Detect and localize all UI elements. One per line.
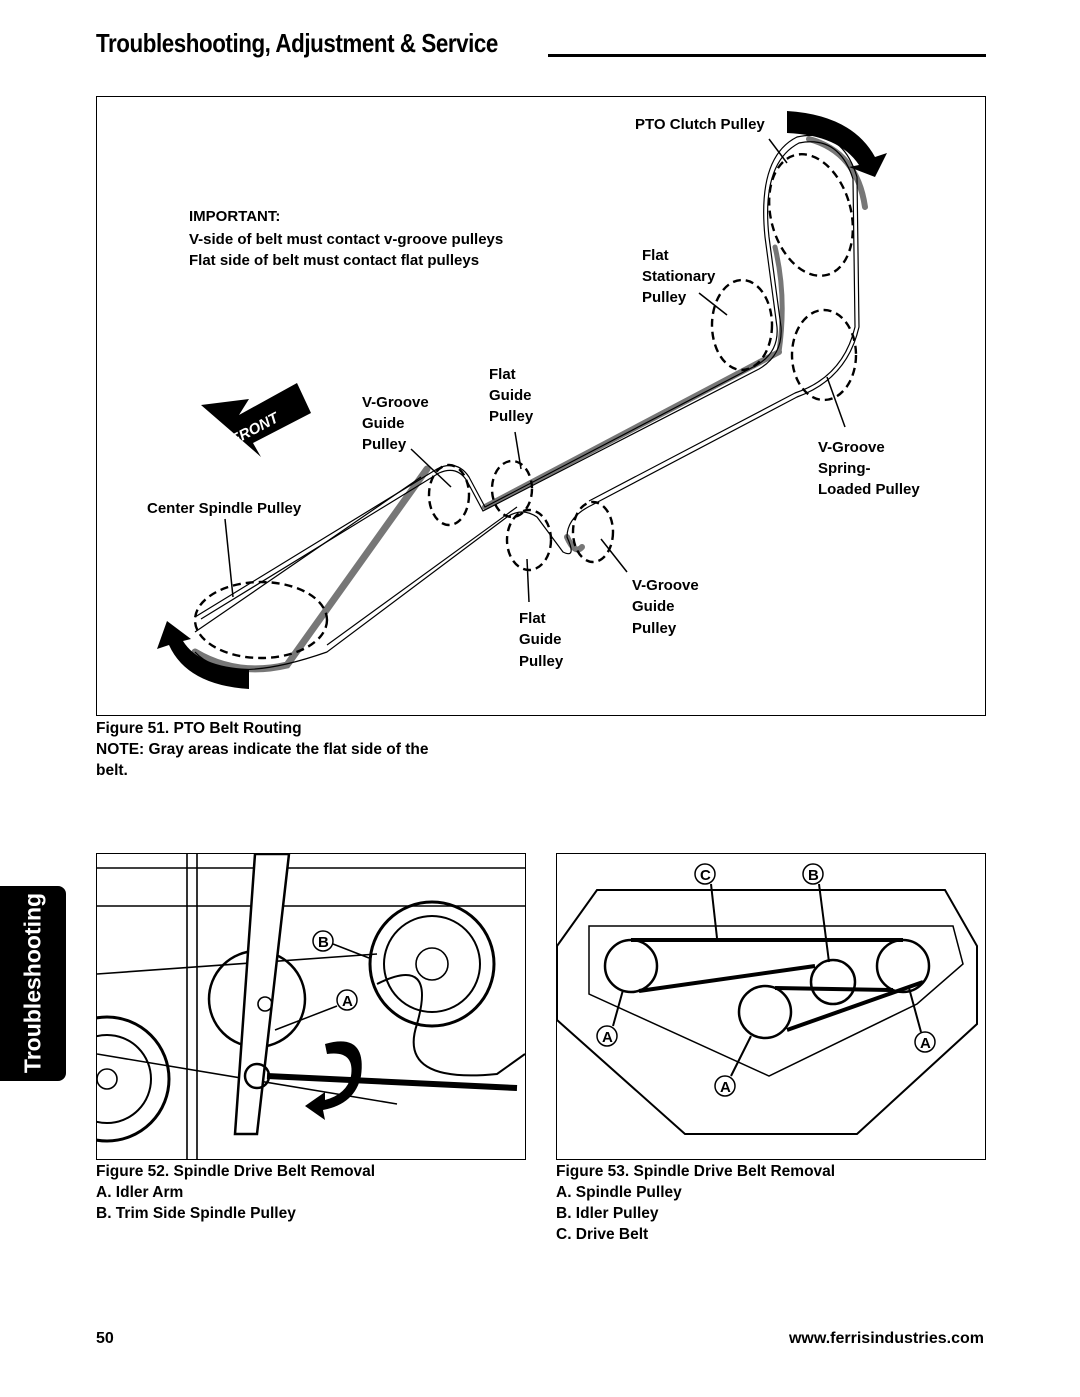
trim-side-spindle-pulley bbox=[368, 900, 496, 1028]
rotation-arrow-bottom-icon bbox=[157, 621, 249, 689]
rotation-arrow-icon bbox=[305, 1041, 362, 1120]
front-arrow-icon bbox=[201, 383, 311, 457]
label-vgroove-spring-3: Loaded Pulley bbox=[818, 481, 920, 498]
figure-53-item-a: A. Spindle Pulley bbox=[556, 1184, 682, 1201]
figure-51-caption-note-1: NOTE: Gray areas indicate the flat side … bbox=[96, 741, 429, 758]
label-flat-guide-bottom-2: Guide bbox=[519, 631, 562, 648]
label-vgroove-guide-right-3: Pulley bbox=[632, 620, 677, 637]
label-vgroove-spring-1: V-Groove bbox=[818, 439, 885, 456]
callout-b: B bbox=[802, 863, 830, 963]
pulleys bbox=[193, 153, 858, 660]
label-flat-stationary-3: Pulley bbox=[642, 289, 687, 306]
page-title: Troubleshooting, Adjustment & Service bbox=[96, 28, 498, 58]
rotation-arrow-top-icon bbox=[787, 111, 887, 177]
label-flat-guide-bottom-1: Flat bbox=[519, 610, 546, 627]
label-vgroove-guide-right-1: V-Groove bbox=[632, 577, 699, 594]
callout-a-left: A bbox=[596, 989, 624, 1047]
vgroove-guide-pulley-right bbox=[571, 500, 615, 564]
label-center-spindle-pulley: Center Spindle Pulley bbox=[147, 500, 302, 517]
figure-53-spindle-drive-belt-removal: C B A A A bbox=[556, 853, 986, 1160]
label-vgroove-guide-left-1: V-Groove bbox=[362, 394, 429, 411]
figure-52-drawing: B A bbox=[97, 854, 525, 1159]
callout-b: B bbox=[312, 930, 370, 959]
drive-belt bbox=[631, 938, 924, 1032]
label-flat-stationary-2: Stationary bbox=[642, 268, 716, 285]
flat-stationary-pulley bbox=[710, 278, 774, 372]
figure-51-caption-note-2: belt. bbox=[96, 762, 128, 779]
figure-53-item-c: C. Drive Belt bbox=[556, 1226, 649, 1243]
figure-51-caption: Figure 51. PTO Belt Routing NOTE: Gray a… bbox=[96, 718, 428, 781]
label-vgroove-guide-left-2: Guide bbox=[362, 415, 405, 432]
header-rule bbox=[548, 54, 986, 57]
callout-c: C bbox=[694, 863, 718, 939]
figure-51-caption-title: Figure 51. PTO Belt Routing bbox=[96, 720, 302, 737]
section-side-tab: Troubleshooting bbox=[0, 886, 66, 1081]
svg-text:A: A bbox=[602, 1029, 613, 1046]
center-spindle-pulley bbox=[193, 580, 329, 660]
figure-52-item-b: B. Trim Side Spindle Pulley bbox=[96, 1205, 296, 1222]
label-flat-guide-top-2: Guide bbox=[489, 387, 532, 404]
callout-a-right: A bbox=[908, 987, 936, 1053]
label-pto-clutch-pulley: PTO Clutch Pulley bbox=[635, 116, 765, 133]
deck-inner bbox=[588, 925, 964, 1077]
footer-url: www.ferrisindustries.com bbox=[788, 1330, 984, 1347]
figure-51-pto-belt-routing: FRONT IMPORTANT: V-side of belt must con… bbox=[96, 96, 986, 716]
label-flat-guide-top-1: Flat bbox=[489, 366, 516, 383]
idler-arm bbox=[233, 854, 291, 1136]
vgroove-spring-loaded-pulley bbox=[790, 308, 858, 402]
figure-52-spindle-drive-belt-removal: B A bbox=[96, 853, 526, 1160]
page-number: 50 bbox=[96, 1330, 114, 1347]
label-flat-guide-top-3: Pulley bbox=[489, 408, 534, 425]
pto-belt-diagram: FRONT IMPORTANT: V-side of belt must con… bbox=[147, 111, 920, 689]
flat-guide-pulley-bottom bbox=[505, 508, 553, 572]
svg-text:B: B bbox=[318, 934, 329, 951]
svg-text:A: A bbox=[920, 1035, 931, 1052]
important-title: IMPORTANT: bbox=[189, 208, 280, 225]
figure-52-caption-title: Figure 52. Spindle Drive Belt Removal bbox=[96, 1163, 376, 1180]
important-line-1: V-side of belt must contact v-groove pul… bbox=[189, 231, 503, 248]
figure-52-caption: Figure 52. Spindle Drive Belt Removal A.… bbox=[96, 1161, 375, 1224]
svg-text:C: C bbox=[700, 867, 711, 884]
label-flat-stationary-1: Flat bbox=[642, 247, 669, 264]
deck-outline bbox=[557, 889, 978, 1135]
svg-text:A: A bbox=[342, 993, 353, 1010]
figure-52-item-a: A. Idler Arm bbox=[96, 1184, 184, 1201]
label-flat-guide-bottom-3: Pulley bbox=[519, 653, 564, 670]
vgroove-guide-pulley-left bbox=[427, 463, 471, 527]
page-header: Troubleshooting, Adjustment & Service bbox=[96, 28, 986, 64]
label-vgroove-guide-right-2: Guide bbox=[632, 598, 675, 615]
side-tab-label: Troubleshooting bbox=[19, 892, 46, 1074]
flat-guide-pulley-top bbox=[490, 459, 534, 519]
figure-53-caption-title: Figure 53. Spindle Drive Belt Removal bbox=[556, 1163, 836, 1180]
spindle-pulley-center bbox=[737, 984, 793, 1040]
idler-pulley bbox=[809, 958, 857, 1006]
label-vgroove-guide-left-3: Pulley bbox=[362, 436, 407, 453]
callout-a-bottom: A bbox=[714, 1035, 752, 1097]
figure-53-caption: Figure 53. Spindle Drive Belt Removal A.… bbox=[556, 1161, 835, 1245]
svg-text:A: A bbox=[720, 1079, 731, 1096]
figure-53-drawing: C B A A A bbox=[557, 863, 978, 1135]
leader-lines bbox=[224, 138, 846, 603]
callout-a: A bbox=[274, 989, 358, 1031]
important-line-2: Flat side of belt must contact flat pull… bbox=[189, 252, 479, 269]
label-vgroove-spring-2: Spring- bbox=[818, 460, 871, 477]
figure-53-item-b: B. Idler Pulley bbox=[556, 1205, 659, 1222]
svg-text:B: B bbox=[808, 867, 819, 884]
spindle-pulley-left bbox=[603, 938, 659, 994]
